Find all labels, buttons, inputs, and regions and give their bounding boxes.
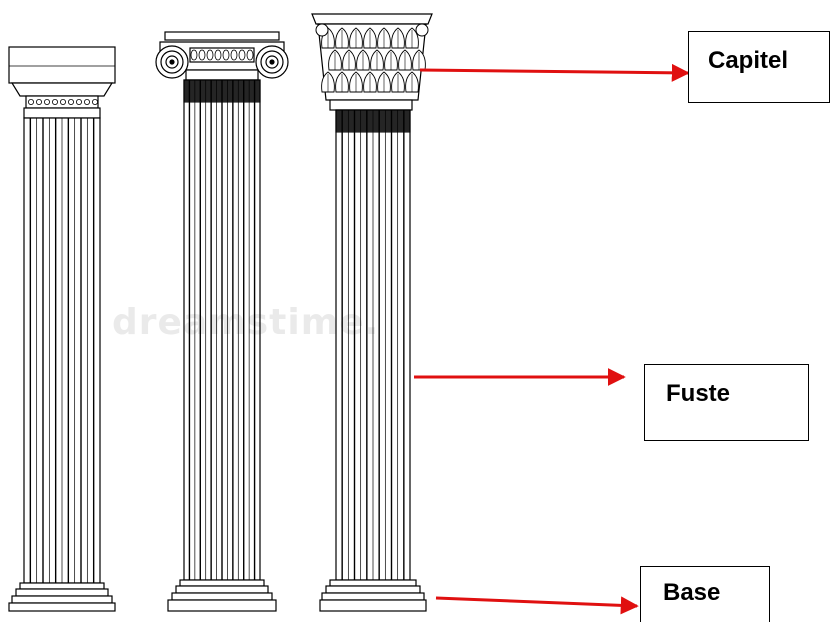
egg-ornament (230, 49, 238, 61)
base-label-box (640, 566, 770, 622)
egg-ornament (222, 49, 230, 61)
base-arrow (435, 596, 639, 615)
corinthian-shaft-flutes (341, 110, 405, 580)
corner-volute (415, 23, 429, 37)
necking-bead (68, 99, 75, 106)
capitel-arrow (419, 63, 690, 82)
base-label: Base (663, 579, 721, 606)
doric-column (8, 46, 116, 612)
necking-bead (60, 99, 67, 106)
egg-ornament (214, 49, 222, 61)
necking-bead (52, 99, 59, 106)
corner-volute (315, 23, 329, 37)
fuste-label-box (644, 364, 809, 441)
egg-ornament (198, 49, 206, 61)
doric-necking-ornament (27, 99, 99, 106)
egg-ornament (246, 49, 254, 61)
ionic-egg-and-dart (190, 49, 254, 61)
necking-bead (92, 99, 99, 106)
fuste-label: Fuste (666, 380, 731, 407)
egg-ornament (206, 49, 214, 61)
ionic-shaft-flutes (188, 80, 256, 580)
necking-bead (36, 99, 43, 106)
doric-shaft-flutes (29, 118, 95, 583)
necking-bead (84, 99, 91, 106)
necking-bead (27, 99, 34, 106)
egg-ornament (238, 49, 246, 61)
ionic-column (155, 31, 289, 612)
necking-bead (76, 99, 83, 106)
capitel-label: Capitel (708, 47, 789, 74)
necking-bead (44, 99, 51, 106)
corinthian-acanthus-leaves (315, 23, 429, 93)
watermark: dreamstime. (112, 302, 380, 343)
egg-ornament (190, 49, 198, 61)
corinthian-column (311, 13, 433, 612)
